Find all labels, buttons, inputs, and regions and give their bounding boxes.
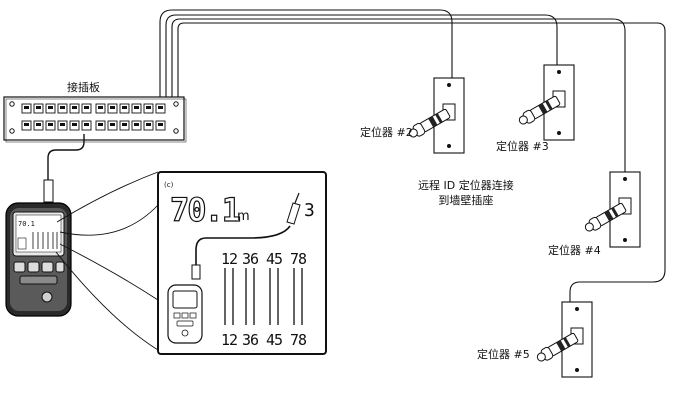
patch-port	[155, 120, 166, 131]
pair-label-bottom-4: 78	[290, 331, 307, 349]
patch-port	[131, 103, 142, 114]
patch-port	[81, 103, 92, 114]
wall-jack-with-locator	[536, 301, 593, 378]
patch-port	[33, 120, 44, 131]
patch-port	[143, 103, 154, 114]
patch-port	[81, 120, 92, 131]
patch-port	[107, 120, 118, 131]
tester-keypad	[13, 261, 65, 285]
pair-label-top-4: 78	[290, 250, 307, 268]
enlarged-display: (c) 70.1 m 3 12 36 45 78	[157, 171, 327, 355]
pair-label-bottom-1: 12	[221, 331, 237, 349]
wall-jack-with-locator	[584, 171, 641, 248]
distance-unit: m	[237, 209, 250, 224]
wall-jack-with-locator	[408, 77, 465, 154]
patch-port	[69, 120, 80, 131]
patch-port	[45, 120, 56, 131]
remote-id-number: 3	[304, 200, 315, 221]
pair-label-top-3: 45	[266, 250, 282, 268]
tester-screen-distance: 70.1	[18, 220, 35, 228]
pair-label-top-2: 36	[242, 250, 259, 268]
patch-port	[95, 103, 106, 114]
patch-panel-label: 接插板	[67, 81, 100, 94]
wall-jacks	[408, 64, 641, 378]
wall-jack-with-locator	[518, 64, 575, 141]
patch-port	[131, 120, 142, 131]
handheld-tester: 70.1	[5, 202, 72, 317]
network-cables	[159, 9, 666, 305]
mini-tester-icon	[167, 284, 203, 344]
note-line-1: 远程 ID 定位器连接	[418, 179, 514, 192]
patch-port	[21, 120, 32, 131]
cable-to-locator-4	[171, 18, 626, 175]
patch-port	[33, 103, 44, 114]
patch-panel	[3, 96, 187, 143]
patch-port	[45, 103, 56, 114]
remote-id-icon	[286, 192, 301, 225]
remote-locator-note: 远程 ID 定位器连接 到墙壁插座	[418, 178, 514, 208]
wire-lines	[224, 268, 303, 325]
cable-to-locator-3	[165, 14, 558, 100]
display-plug	[191, 264, 201, 280]
patch-port	[69, 103, 80, 114]
power-button	[41, 291, 53, 303]
patch-port	[21, 103, 32, 114]
display-cable-line	[195, 225, 291, 272]
wire-pair-map: 12 36 45 78 12 36 45 78	[221, 250, 308, 349]
pair-label-top-1: 12	[221, 250, 237, 268]
locator-2-label: 定位器 #2	[360, 126, 413, 139]
patch-port	[95, 120, 106, 131]
cable-to-locator-5	[177, 22, 666, 305]
zoom-callout	[55, 171, 159, 351]
patch-port	[155, 103, 166, 114]
locator-5-label: 定位器 #5	[477, 348, 530, 361]
signal-icon: (c)	[164, 181, 174, 189]
patch-port	[143, 120, 154, 131]
tester-screen-bars	[32, 232, 58, 249]
pair-label-bottom-2: 36	[242, 331, 259, 349]
patch-port	[119, 120, 130, 131]
patch-port	[107, 103, 118, 114]
patch-port	[57, 120, 68, 131]
distance-readout: 70.1	[170, 191, 240, 229]
locator-4-label: 定位器 #4	[548, 244, 601, 257]
pair-label-bottom-3: 45	[266, 331, 282, 349]
locator-3-label: 定位器 #3	[496, 140, 549, 153]
note-line-2: 到墙壁插座	[438, 194, 494, 207]
cable-to-locator-2	[159, 9, 453, 100]
tester-patch-cable	[47, 134, 85, 203]
patch-port	[119, 103, 130, 114]
cable-plug	[43, 179, 54, 203]
patch-panel-ports	[21, 103, 166, 131]
patch-port	[57, 103, 68, 114]
